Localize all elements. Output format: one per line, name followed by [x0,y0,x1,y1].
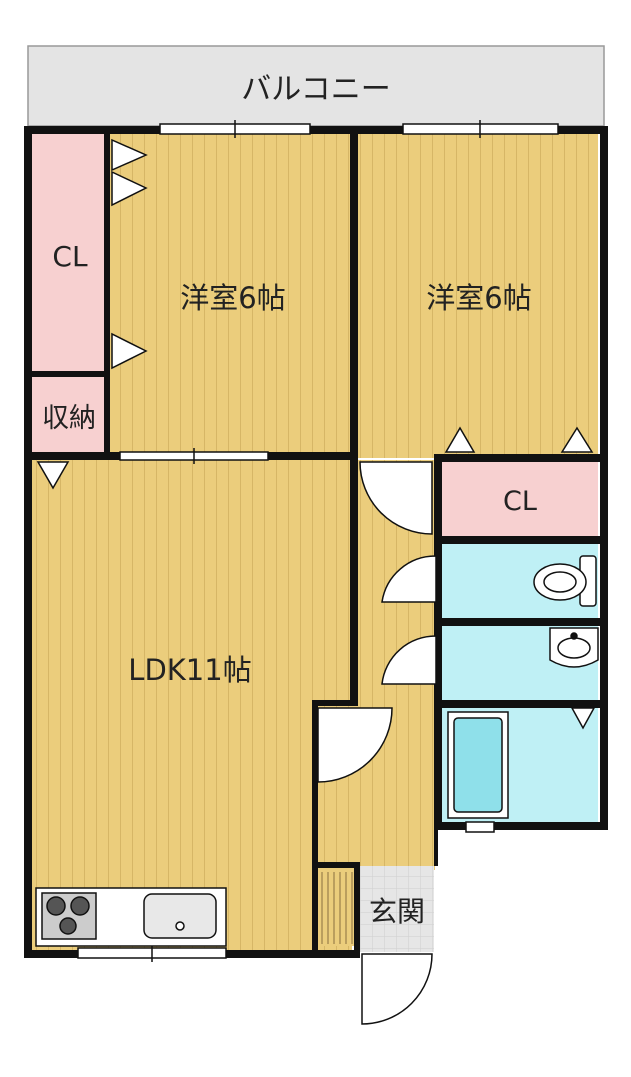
windows [77,120,559,962]
entrance-area [360,866,434,952]
balcony-area [27,45,605,127]
closet-right-label: CL [503,486,537,517]
western-room-1-floor [108,133,352,458]
toilet-fixture [533,555,597,607]
storage-area [32,377,106,455]
door-swings [317,461,437,1025]
storage-label: 収納 [42,403,96,434]
balcony-label: バルコニー [241,72,390,107]
step-lines [321,872,353,944]
ldk-label: LDK11帖 [128,653,251,687]
closet-door-marks [36,138,596,730]
western-room-1-label: 洋室6帖 [180,281,285,315]
kitchen-counter [35,887,227,947]
western-room-2-label: 洋室6帖 [426,281,531,315]
ldk-floor [32,460,352,950]
closet-left-area [32,133,106,373]
bathtub-fixture [447,711,509,833]
entrance-step [318,866,358,946]
western-room-2-floor [358,133,598,458]
closet-right-area [441,462,598,536]
washbasin-fixture [549,627,599,668]
entrance-label: 玄関 [369,895,425,928]
closet-left-label: CL [52,240,88,273]
